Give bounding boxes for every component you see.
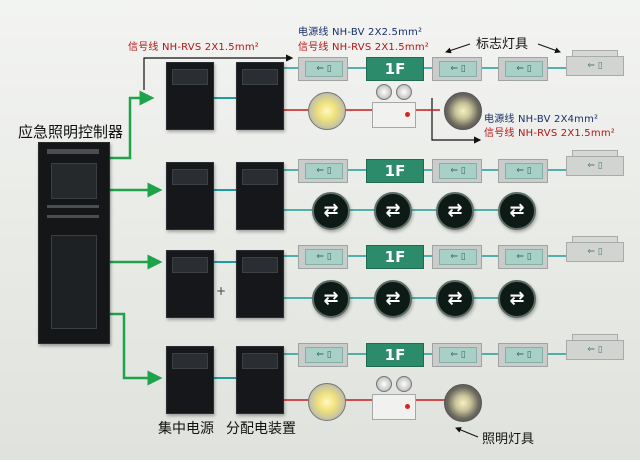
exit-sign-r2-1: ⇐ ▯ [298, 159, 348, 183]
floor-sign-r2: 1F [366, 159, 424, 183]
exit-sign-r4-3: ⇐ ▯ [498, 343, 548, 367]
twin-spot-emergency-light-r4 [370, 374, 416, 424]
round-direction-sign-r2-2: ⇄ [374, 192, 412, 230]
downlight-r1 [308, 92, 346, 130]
round-direction-sign-r2-3: ⇄ [436, 192, 474, 230]
hanging-exit-sign-r2: ⇐ ▯ [566, 150, 624, 176]
twin-spot-emergency-light-r1 [370, 82, 416, 132]
distribution-label: 分配电装置 [226, 421, 296, 437]
central-power-box-3 [166, 250, 214, 318]
signal-arrow-top [143, 54, 294, 90]
exit-sign-r3-1: ⇐ ▯ [298, 245, 348, 269]
round-direction-sign-r2-4: ⇄ [498, 192, 536, 230]
mouse-cursor-icon: + [216, 284, 227, 298]
power-line-label-mid: 电源线 NH-BV 2X4mm² [484, 114, 599, 125]
signal-line-label-left: 信号线 NH-RVS 2X1.5mm² [128, 42, 259, 53]
round-direction-sign-r2-1: ⇄ [312, 192, 350, 230]
floor-sign-r4: 1F [366, 343, 424, 367]
distribution-box-2 [236, 162, 284, 230]
downlight-r4 [308, 383, 346, 421]
central-power-box-2 [166, 162, 214, 230]
controller-title: 应急照明控制器 [18, 123, 124, 141]
signal-line-label-top: 信号线 NH-RVS 2X1.5mm² [298, 42, 429, 53]
power-line-label-top: 电源线 NH-BV 2X2.5mm² [298, 27, 423, 38]
round-direction-sign-r3-2: ⇄ [374, 280, 412, 318]
sign-fixtures-label: 标志灯具 [476, 37, 529, 52]
exit-sign-r1-1: ⇐ ▯ [298, 57, 348, 81]
distribution-box-3 [236, 250, 284, 318]
exit-sign-r3-2: ⇐ ▯ [432, 245, 482, 269]
spotlight-r1 [444, 92, 482, 130]
signal-line-1 [108, 90, 155, 160]
emergency-lighting-controller-cabinet [38, 142, 110, 344]
exit-sign-r1-2: ⇐ ▯ [432, 57, 482, 81]
central-power-box-4 [166, 346, 214, 414]
hanging-exit-sign-r3: ⇐ ▯ [566, 236, 624, 262]
round-direction-sign-r3-3: ⇄ [436, 280, 474, 318]
exit-sign-r4-2: ⇐ ▯ [432, 343, 482, 367]
exit-sign-r4-1: ⇐ ▯ [298, 343, 348, 367]
round-direction-sign-r3-4: ⇄ [498, 280, 536, 318]
exit-sign-r2-3: ⇐ ▯ [498, 159, 548, 183]
lighting-fixtures-label: 照明灯具 [482, 432, 535, 447]
power-arrow-mid [431, 98, 482, 144]
central-power-label: 集中电源 [158, 421, 214, 437]
exit-sign-r2-2: ⇐ ▯ [432, 159, 482, 183]
round-direction-sign-r3-1: ⇄ [312, 280, 350, 318]
signal-line-4 [108, 312, 163, 386]
signal-line-label-mid: 信号线 NH-RVS 2X1.5mm² [484, 128, 615, 139]
floor-sign-r3: 1F [366, 245, 424, 269]
floor-sign-r1: 1F [366, 57, 424, 81]
distribution-box-4 [236, 346, 284, 414]
spotlight-r4 [444, 384, 482, 422]
hanging-exit-sign-r1: ⇐ ▯ [566, 50, 624, 76]
hanging-exit-sign-r4: ⇐ ▯ [566, 334, 624, 360]
central-power-box-1 [166, 62, 214, 130]
distribution-box-1 [236, 62, 284, 130]
exit-sign-r3-3: ⇐ ▯ [498, 245, 548, 269]
exit-sign-r1-3: ⇐ ▯ [498, 57, 548, 81]
